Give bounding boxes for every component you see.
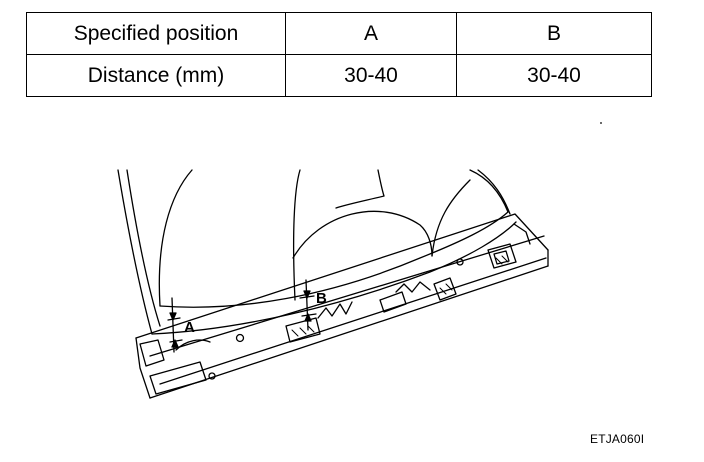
figure-code: ETJA060I: [590, 432, 645, 446]
left-corner-block: [139, 339, 165, 367]
center-latch-zigzag: [317, 301, 353, 319]
hood-right-edge-inner: [477, 169, 511, 215]
dimension-a-arrow-top: [169, 312, 177, 321]
hood-front-edge-lower: [151, 221, 517, 335]
right-bracket-inner: [493, 250, 510, 265]
hood-left-edge: [117, 169, 153, 335]
stray-dot: [600, 122, 602, 124]
table-row: Specified position A B: [26, 12, 652, 55]
right-bracket: [487, 243, 517, 269]
hood-center-arc: [292, 210, 433, 259]
table-cell: Distance (mm): [26, 54, 286, 97]
table-cell: Specified position: [26, 12, 286, 55]
bolt-icon: [235, 333, 245, 343]
left-lamp: [175, 339, 211, 351]
dimension-a-label: A: [184, 319, 195, 336]
hatch-marks: [291, 255, 509, 337]
right-corner-detail: [513, 223, 531, 245]
center-block: [379, 291, 407, 313]
spec-table: Specified position A B Distance (mm) 30-…: [26, 12, 652, 97]
hood-right-edge: [469, 169, 509, 213]
table-cell: 30-40: [456, 54, 652, 97]
hood-inner-top-notch: [335, 169, 385, 209]
hood-inner-left-curve: [158, 169, 193, 307]
right-latch-bracket: [433, 277, 457, 301]
front-panel-mid-line: [149, 235, 545, 357]
left-lower-block: [149, 361, 207, 395]
front-panel-bottom: [149, 265, 549, 399]
dimension-b-arrow-top: [303, 290, 311, 299]
dimension-b-label: B: [316, 290, 327, 307]
table-cell: A: [285, 12, 457, 55]
hood-left-edge-inner: [126, 169, 161, 327]
table-row: Distance (mm) 30-40 30-40: [26, 54, 652, 97]
dimension-b-line: [305, 279, 309, 331]
hood-right-curve: [431, 179, 471, 257]
dimension-b-arrow-bottom: [304, 313, 312, 322]
center-zigzag-right: [395, 281, 431, 293]
bolt-icon: [208, 372, 216, 380]
dimension-a-arrow-bottom: [171, 339, 179, 348]
front-panel-left: [135, 337, 151, 399]
front-panel-top: [135, 213, 549, 339]
front-panel-lower-line: [159, 257, 547, 385]
hood-inner-center-line: [292, 169, 301, 301]
bolt-icon: [456, 258, 464, 266]
center-latch-plate: [285, 317, 321, 343]
hood-front-edge: [159, 211, 509, 308]
